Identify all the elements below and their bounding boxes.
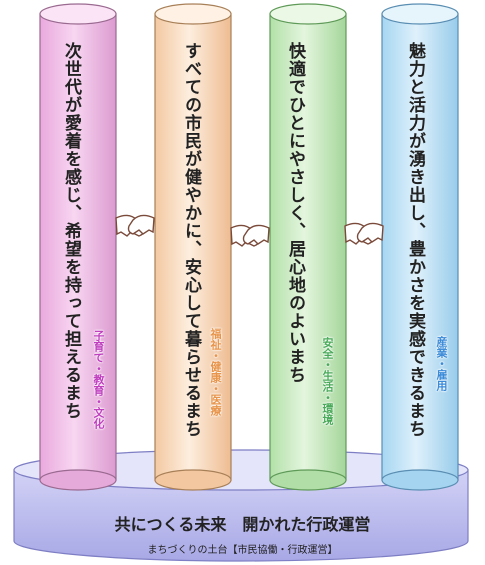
handshake-icon [230, 224, 270, 247]
pillar-4-label: 魅力と活力が湧き出し、豊かさを実感できるまち [405, 42, 425, 438]
pillar-2-label: すべての市民が健やかに、安心して暮らせるまち [181, 42, 201, 438]
pillar-4-tag: 産業・雇用 [435, 336, 448, 391]
pillar-2 [154, 3, 232, 491]
pillar-4 [381, 3, 459, 491]
pillar-3 [269, 3, 347, 491]
handshake-icon [115, 214, 155, 237]
handshake-icon [344, 222, 384, 245]
pillar-1-tag: 子育て・教育・文化 [92, 330, 105, 429]
pillar-3-tag: 安全・生活・環境 [321, 337, 334, 425]
foundation-title: 共につくる未来 開かれた行政運営 [114, 515, 371, 534]
foundation-platform [13, 449, 469, 562]
pillar-1 [39, 3, 117, 491]
pillar-2-tag: 福祉・健康・医療 [209, 328, 222, 416]
pillar-1-label: 次世代が愛着を感じ、希望を持って担えるまち [61, 42, 81, 420]
foundation-subtitle: まちづくりの土台【市民協働・行政運営】 [147, 545, 338, 556]
pillar-3-label: 快適でひとにやさしく、居心地のよいまち [285, 42, 305, 384]
